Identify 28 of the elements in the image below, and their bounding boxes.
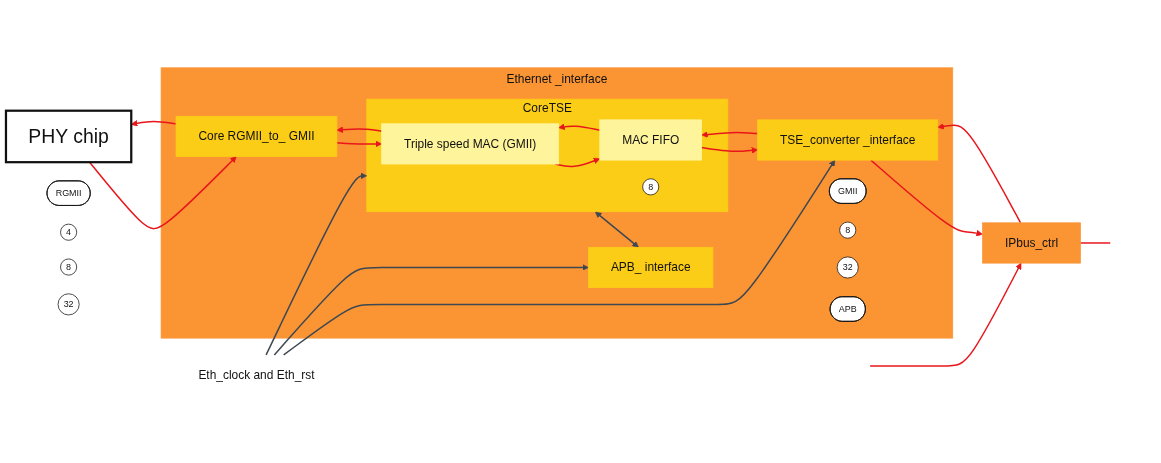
arrow <box>937 123 1022 224</box>
node-circle: 8 <box>839 221 857 239</box>
arrow <box>336 140 382 148</box>
node-box: MAC FIFO <box>599 119 702 161</box>
node-box: Triple speed MAC (GMII) <box>381 123 560 165</box>
node-box: TSE_converter _interface <box>757 119 939 161</box>
node-box: Core RGMII_to_ GMII <box>175 115 338 157</box>
arrow <box>869 262 1022 367</box>
arrow <box>870 159 983 237</box>
arrow <box>282 159 836 356</box>
node-box: PHY chip <box>4 109 133 164</box>
arrow <box>595 211 639 248</box>
node-box: APB_ interface <box>588 246 714 288</box>
node-circle: 8 <box>60 258 78 276</box>
node-circle: 32 <box>57 293 80 316</box>
node-circle: 8 <box>642 178 660 196</box>
arrow <box>336 126 383 133</box>
arrow <box>558 123 601 131</box>
arrow <box>700 146 758 154</box>
node-box: IPbus_ctrl <box>982 222 1081 264</box>
connector <box>1079 242 1111 244</box>
node-text: Eth_clock and Eth_rst <box>198 368 315 382</box>
node-circle: 32 <box>836 256 859 279</box>
arrow <box>88 156 237 230</box>
node-circle: 4 <box>60 223 78 241</box>
arrow <box>701 131 759 138</box>
arrow <box>265 172 368 356</box>
arrow <box>273 264 589 356</box>
